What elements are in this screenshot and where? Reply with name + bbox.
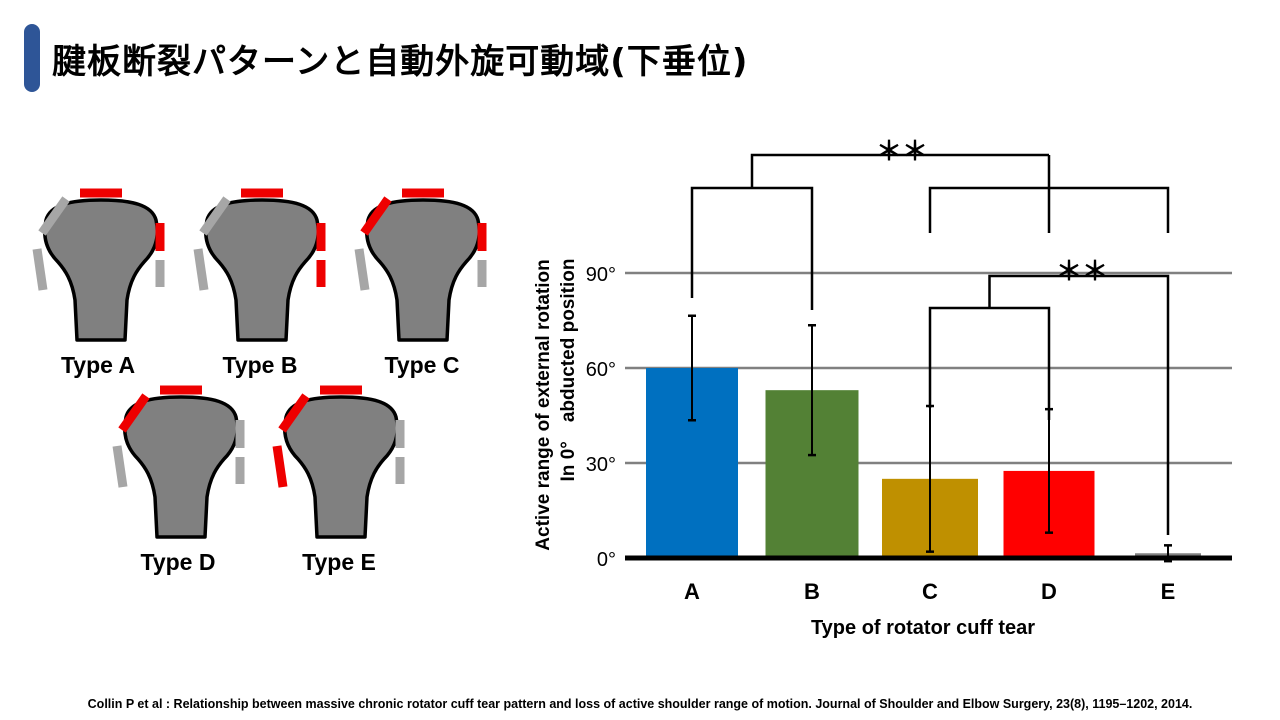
bracket-cd <box>928 306 1051 420</box>
chart-svg: 0° 30° 60° 90° A B C D E Type of rotator cuff tea… <box>533 136 1232 639</box>
significance-bracket-cd-vs-e: ＊＊ <box>928 256 1170 535</box>
x-tick-label-B: B <box>804 579 820 604</box>
slide-title: 腱板断裂パターンと自動外旋可動域(下垂位) <box>52 42 749 82</box>
humeral-head-diagram-type-a <box>32 188 165 342</box>
humeral-head-shape <box>204 198 320 342</box>
type-a-label: Type A <box>60 352 136 378</box>
y-tick-label-90: 90° <box>586 264 616 286</box>
humeral-head-diagram-type-e <box>272 385 405 539</box>
tendon-left-upper-torn <box>360 196 392 236</box>
x-tick-label-A: A <box>684 579 700 604</box>
bracket-ab <box>690 186 814 310</box>
tendon-left-lower-intact <box>193 248 209 291</box>
humeral-head-diagram-type-c <box>354 188 487 342</box>
x-axis-label: Type of rotator cuff tear <box>811 617 1035 639</box>
citation: Collin P et al : Relationship between ma… <box>87 697 1193 711</box>
rom-bar-chart: 0° 30° 60° 90° A B C D E Type of rotator cuff tea… <box>520 120 1280 650</box>
bracket-cd-vs-e <box>988 274 1170 535</box>
significance-bracket-ab-vs-cde: ＊＊ <box>690 136 1170 310</box>
y-tick-label-0: 0° <box>597 549 616 571</box>
y-tick-label-60: 60° <box>586 359 616 381</box>
tendon-left-lower-intact <box>354 248 370 291</box>
tendon-left-upper-torn <box>278 393 310 433</box>
humeral-head-shape <box>43 198 159 342</box>
title-accent-bar <box>24 24 40 92</box>
type-b-label: Type B <box>222 352 298 378</box>
tendon-left-upper-torn <box>118 393 150 433</box>
significance-label-1: ＊＊ <box>876 136 928 166</box>
tendon-left-lower-intact <box>112 445 128 488</box>
humeral-head-shape <box>365 198 481 342</box>
tendon-left-upper-intact <box>199 196 231 236</box>
tendon-left-upper-intact <box>38 196 70 236</box>
error-bar-B <box>808 324 816 457</box>
tear-pattern-diagrams: Type A Type B Type C Type D Type E <box>0 0 520 650</box>
humeral-head-diagram-type-b <box>193 188 326 342</box>
error-bar-A <box>688 314 696 422</box>
x-tick-label-C: C <box>922 579 938 604</box>
x-tick-label-E: E <box>1161 579 1176 604</box>
humeral-head-shape <box>123 395 239 539</box>
tendon-left-lower-torn <box>272 445 288 488</box>
y-tick-label-30: 30° <box>586 454 616 476</box>
tendon-left-lower-intact <box>32 248 48 291</box>
x-tick-label-D: D <box>1041 579 1057 604</box>
bracket-ab-vs-cde-top <box>750 153 1049 188</box>
humeral-head-shape <box>283 395 399 539</box>
error-bar-E <box>1164 544 1172 563</box>
type-c-label: Type C <box>384 352 460 378</box>
type-e-label: Type E <box>302 549 376 575</box>
y-axis-label-line2: In 0° abducted position <box>558 259 579 482</box>
humeral-head-diagram-type-d <box>112 385 245 539</box>
tear-diagram-svg <box>32 188 487 539</box>
significance-label-2: ＊＊ <box>1056 256 1108 286</box>
type-d-label: Type D <box>140 549 216 575</box>
y-axis-label-line1: Active range of external rotation <box>533 259 554 550</box>
